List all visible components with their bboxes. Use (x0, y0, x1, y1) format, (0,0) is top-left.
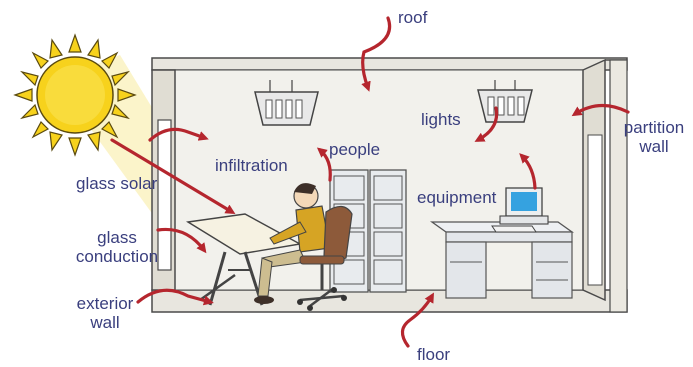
label-glass-conduction: glass conduction (74, 228, 160, 266)
label-exterior-wall-line2: wall (65, 313, 145, 332)
label-roof: roof (398, 8, 427, 27)
label-people: people (329, 140, 380, 159)
label-partition-wall-line2: wall (618, 137, 690, 156)
label-infiltration: infiltration (215, 156, 288, 175)
label-glass-conduction-line2: conduction (74, 247, 160, 266)
label-exterior-wall: exterior wall (65, 294, 145, 332)
roof-slab (152, 58, 627, 70)
annex-wall (610, 60, 627, 312)
partition-door (588, 135, 602, 285)
label-partition-wall-line1: partition (618, 118, 690, 137)
label-exterior-wall-line1: exterior (65, 294, 145, 313)
label-partition-wall: partition wall (618, 118, 690, 156)
label-glass-solar: glass solar (76, 174, 157, 193)
label-glass-conduction-line1: glass (74, 228, 160, 247)
label-floor: floor (417, 345, 450, 364)
label-lights: lights (421, 110, 461, 129)
label-equipment: equipment (417, 188, 496, 207)
